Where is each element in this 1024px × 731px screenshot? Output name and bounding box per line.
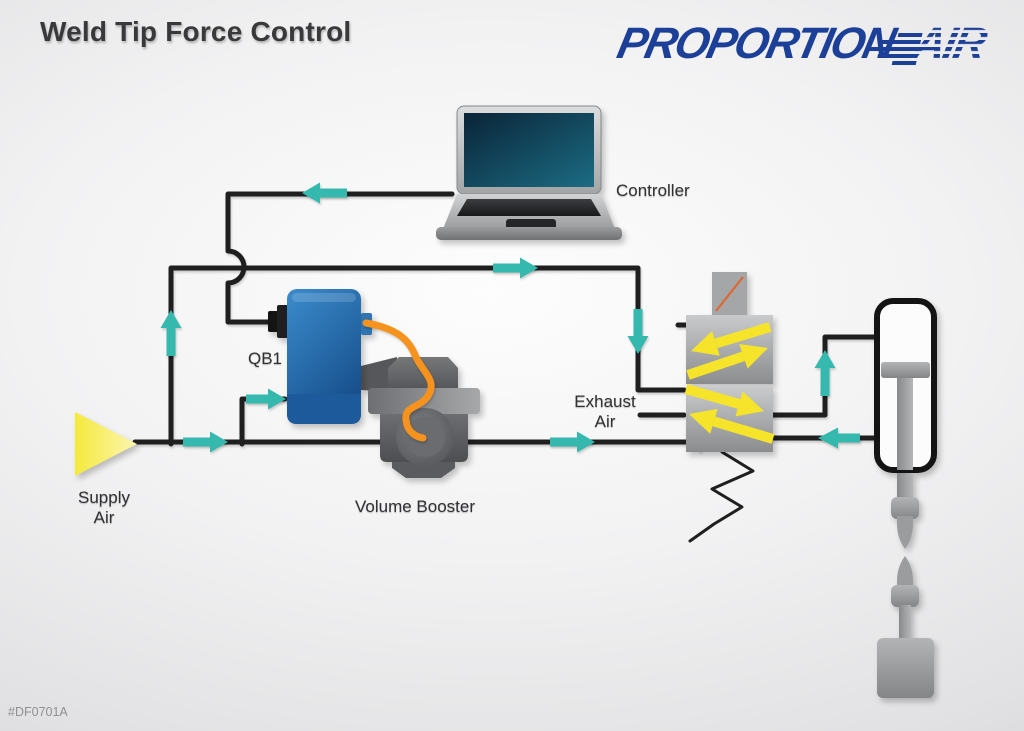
volume-booster-label: Volume Booster [354, 497, 475, 516]
flow-arrow-left [302, 182, 347, 204]
qb1-bottom-band [287, 394, 361, 424]
weld-electrode-upper [891, 497, 919, 549]
flow-arrow-up [160, 310, 182, 356]
flow-arrows [160, 182, 860, 453]
volume-booster-bottom [392, 462, 455, 478]
weld-electrode-lower [877, 556, 934, 698]
flow-arrow-right [550, 431, 595, 453]
signal-cable [362, 319, 435, 442]
laptop-screen [464, 113, 594, 187]
proportion-air-logo: PROPORTION AIR [613, 19, 991, 67]
laptop-bottom [436, 227, 622, 240]
supply-air-label: Supply Air [78, 488, 130, 528]
page-title: Weld Tip Force Control [40, 16, 352, 47]
controller-label: Controller [616, 181, 690, 200]
piston-rod-inner [897, 378, 913, 470]
flow-arrow-right [183, 431, 228, 453]
air-cylinder-assembly [874, 298, 937, 698]
logo-speed-lines [866, 33, 923, 65]
qb1-supply-branch [239, 396, 288, 447]
weld-base-block [877, 638, 934, 698]
logo-brand-text: PROPORTION [613, 19, 901, 67]
valve-flow-arrows [684, 322, 775, 444]
volume-booster-device [361, 357, 480, 478]
doc-number: #DF0701A [8, 705, 68, 719]
exhaust-air-label: Exhaust Air [574, 392, 636, 432]
qb1-body [287, 289, 361, 424]
flow-arrow-right [246, 388, 286, 410]
laptop-icon [436, 105, 622, 240]
supply-air-triangle [75, 412, 137, 476]
flow-arrow-left [818, 427, 860, 449]
flow-arrow-up [814, 350, 836, 396]
flow-arrow-right [493, 257, 538, 279]
pilot-indicator-line [715, 276, 744, 312]
laptop-keyboard [457, 199, 601, 216]
logo-suffix-text: AIR [908, 19, 991, 67]
qb1-device [268, 289, 372, 424]
piston [881, 362, 930, 378]
valve-spring [688, 450, 755, 543]
flow-arrow-down [627, 309, 649, 354]
qb1-highlight [292, 293, 356, 302]
directional-valve [684, 272, 775, 543]
controller-signal-line [225, 191, 455, 325]
qb1-label: QB1 [247, 349, 282, 368]
